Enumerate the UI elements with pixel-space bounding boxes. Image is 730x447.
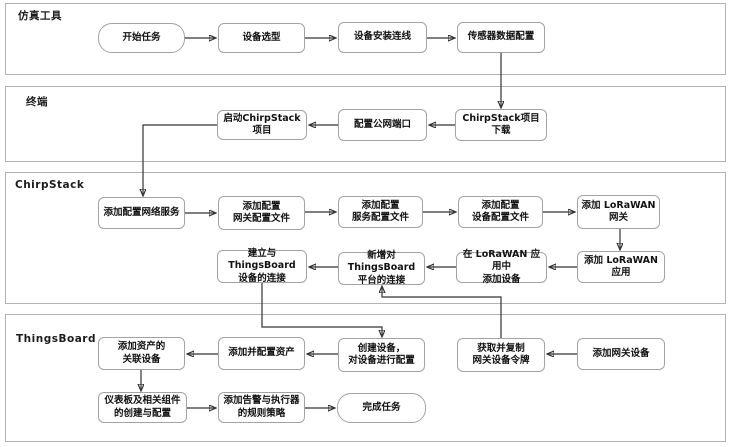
node-chirpstack-project-download: ChirpStack项目下载: [455, 109, 547, 141]
lane-label-terminal: 终端: [26, 96, 48, 108]
node-add-asset-related-device: 添加资产的 关联设备: [98, 337, 185, 370]
node-add-gateway-config-file: 添加配置 网关配置文件: [218, 196, 305, 230]
node-add-device-in-lorawan-app: 在 LoRaWAN 应用中 添加设备: [456, 249, 547, 285]
node-add-network-server-config: 添加配置网络服务: [98, 197, 185, 229]
edge-deviceconn-to-createdevice: [261, 283, 382, 336]
edge-token-to-platformconn: [382, 287, 502, 338]
node-device-selection: 设备选型: [218, 23, 305, 53]
node-add-lorawan-app: 添加 LoRaWAN 应用: [577, 251, 665, 283]
node-add-thingsboard-platform-connection: 新增对ThingsBoard 平台的连接: [338, 250, 425, 286]
node-add-gateway-device: 添加网关设备: [577, 338, 665, 370]
node-configure-public-port: 配置公网端口: [338, 109, 427, 141]
node-get-copy-gateway-token: 获取并复制 网关设备令牌: [457, 338, 545, 372]
lane-label-simulation-tool: 仿真工具: [18, 10, 62, 22]
edge-launch-to-network-config: [143, 124, 217, 195]
node-dashboard-components-create-configure: 仪表板及相关组件 的创建与配置: [98, 392, 187, 423]
lane-label-thingsboard: ThingsBoard: [16, 333, 96, 345]
node-create-device-configure: 创建设备， 对设备进行配置: [338, 338, 425, 372]
node-sensor-data-config: 传感器数据配置: [457, 22, 545, 53]
node-launch-chirpstack-project: 启动ChirpStack项目: [217, 110, 307, 140]
node-add-alarm-actuator-rules: 添加告警与执行器 的规则策略: [218, 392, 305, 423]
node-device-install-wiring: 设备安装连线: [338, 22, 427, 53]
node-add-and-configure-asset: 添加并配置资产: [218, 337, 305, 370]
lane-label-chirpstack: ChirpStack: [15, 179, 85, 191]
node-add-lorawan-gateway: 添加 LoRaWAN 网关: [577, 195, 660, 229]
lane-simulation-tool: [5, 3, 726, 75]
node-finish-task: 完成任务: [337, 393, 426, 423]
lane-thingsboard: [5, 314, 726, 442]
node-add-service-config-file: 添加配置 服务配置文件: [338, 196, 423, 228]
lane-chirpstack: [5, 172, 726, 304]
node-create-thingsboard-device-connection: 建立与ThingsBoard 设备的连接: [217, 248, 307, 284]
lane-terminal: [5, 86, 726, 162]
node-add-device-config-file: 添加配置 设备配置文件: [458, 196, 543, 228]
node-start-task: 开始任务: [98, 23, 185, 53]
